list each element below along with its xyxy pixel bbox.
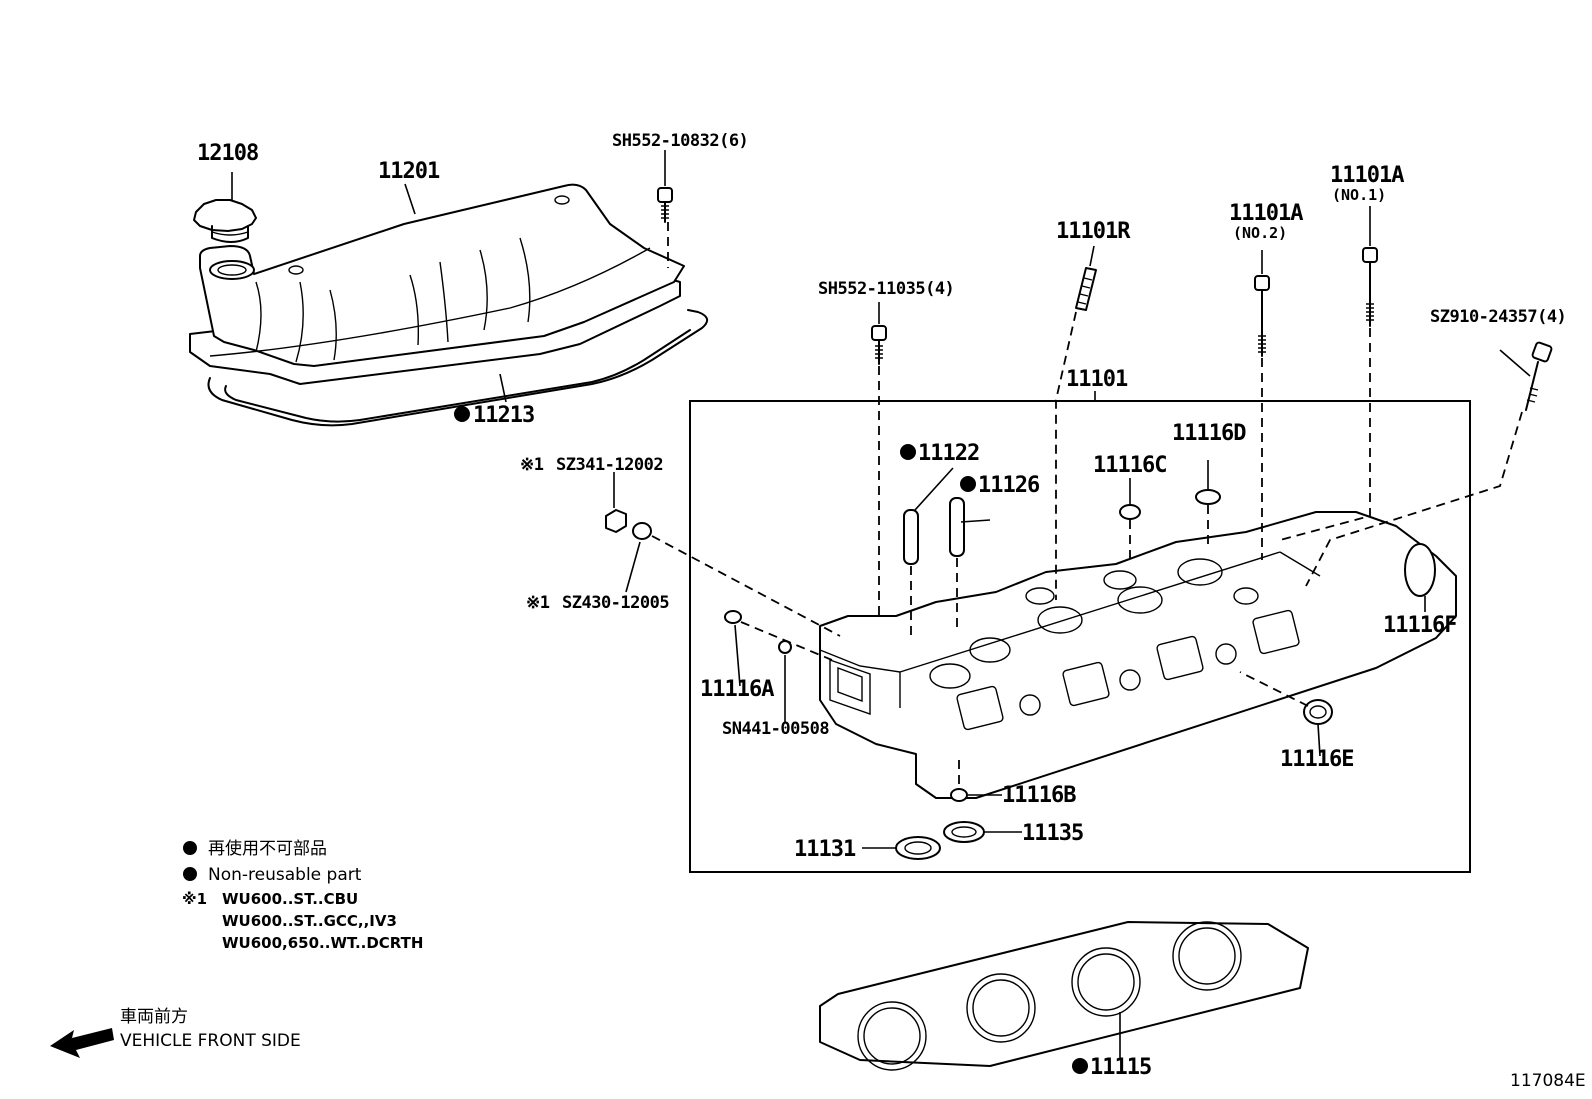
- legend-nonreusable-jp: 再使用不可部品: [208, 838, 327, 859]
- label-11116d: 11116D: [1172, 421, 1246, 446]
- label-11101a-no2: 11101A: [1229, 201, 1303, 226]
- label-11115: 11115: [1090, 1055, 1151, 1080]
- front-arrow-icon: [50, 1028, 114, 1058]
- head-bolt-long: [1525, 341, 1553, 411]
- legend-nonreusable-en: Non-reusable part: [208, 865, 362, 885]
- label-sn441-00508: SN441-00508: [722, 719, 829, 739]
- label-11101a-no2-sub: (NO.2): [1233, 224, 1287, 242]
- label-11116f: 11116F: [1383, 613, 1456, 638]
- valve-guide-exhaust: [949, 497, 965, 557]
- label-11213: 11213: [473, 403, 534, 428]
- label-sh552-11035: SH552-11035(4): [818, 279, 954, 299]
- ref-mark: ※1: [520, 455, 544, 475]
- nonreusable-dot: [900, 444, 916, 460]
- head-bolt-no2: [1254, 275, 1270, 357]
- label-11126: 11126: [978, 473, 1040, 498]
- nonreusable-dot: [1072, 1058, 1088, 1074]
- label-11131: 11131: [794, 837, 856, 862]
- seal-11131: [895, 836, 941, 860]
- plug-11116f: [1404, 543, 1436, 597]
- label-12108: 12108: [197, 141, 258, 166]
- label-11122: 11122: [918, 441, 979, 466]
- plug-11116b: [950, 788, 968, 802]
- plug-11116d: [1195, 489, 1221, 505]
- nonreusable-dot: [454, 406, 470, 422]
- vehicle-front-indicator: 車両前方 VEHICLE FRONT SIDE: [50, 1007, 301, 1058]
- legend: 再使用不可部品 Non-reusable part ※1 WU600..ST..…: [182, 838, 423, 952]
- legend-note-line1: WU600..ST..CBU: [222, 890, 358, 908]
- label-sz430-12005: SZ430-12005: [562, 593, 669, 613]
- legend-dot: [183, 841, 197, 855]
- direction-jp: 車両前方: [120, 1007, 188, 1027]
- head-bolt-short: [871, 325, 887, 365]
- label-sz910-24357: SZ910-24357(4): [1430, 307, 1566, 327]
- seal-11135: [943, 821, 985, 843]
- legend-note-line2: WU600..ST..GCC,,IV3: [222, 912, 397, 930]
- label-sh552-10832: SH552-10832(6): [612, 131, 748, 151]
- label-11116a: 11116A: [700, 677, 774, 702]
- cylinder-head-gasket: [819, 921, 1309, 1071]
- legend-note-mark: ※1: [182, 890, 207, 908]
- legend-dot: [183, 867, 197, 881]
- label-11135: 11135: [1022, 821, 1083, 846]
- drain-plug-gasket: [632, 522, 652, 540]
- legend-note-line3: WU600,650..WT..DCRTH: [222, 934, 423, 952]
- valve-guide-intake: [903, 509, 919, 565]
- label-11116c: 11116C: [1093, 453, 1166, 478]
- figure-id: 117084E: [1510, 1071, 1586, 1091]
- ref-mark: ※1: [526, 593, 550, 613]
- head-bolt-no1: [1362, 247, 1378, 327]
- plug-11116a: [724, 610, 742, 624]
- label-11116e: 11116E: [1280, 747, 1353, 772]
- plug-11116c: [1119, 504, 1141, 520]
- nonreusable-dot: [960, 476, 976, 492]
- cylinder-head-cover-gasket: [207, 309, 709, 427]
- cover-bolt: [657, 187, 673, 223]
- label-11101a-no1-sub: (NO.1): [1332, 186, 1386, 204]
- drain-plug: [605, 509, 627, 533]
- direction-en: VEHICLE FRONT SIDE: [120, 1031, 301, 1051]
- cylinder-head: [819, 511, 1457, 799]
- cylinder-head-cover: [189, 183, 685, 385]
- oil-filler-cap: [193, 199, 257, 243]
- stud-bolt: [1075, 267, 1097, 311]
- label-11201: 11201: [378, 159, 440, 184]
- label-sz341-12002: SZ341-12002: [556, 455, 663, 475]
- plug-11116e: [1303, 699, 1333, 725]
- label-11101r: 11101R: [1056, 219, 1131, 244]
- cylinder-head-assembly-frame: [689, 400, 1471, 873]
- label-11101a-no1: 11101A: [1330, 163, 1404, 188]
- label-11101: 11101: [1066, 367, 1128, 392]
- label-11116b: 11116B: [1002, 783, 1076, 808]
